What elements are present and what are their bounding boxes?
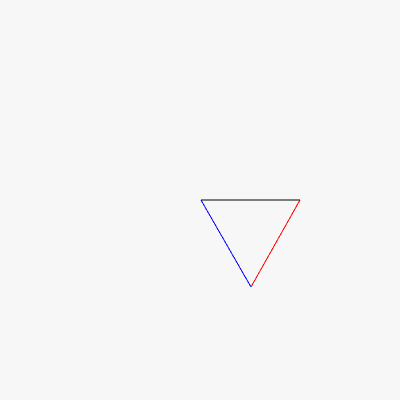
left-edge bbox=[200, 199, 252, 288]
triangle bbox=[200, 199, 301, 288]
right-edge bbox=[250, 199, 301, 288]
